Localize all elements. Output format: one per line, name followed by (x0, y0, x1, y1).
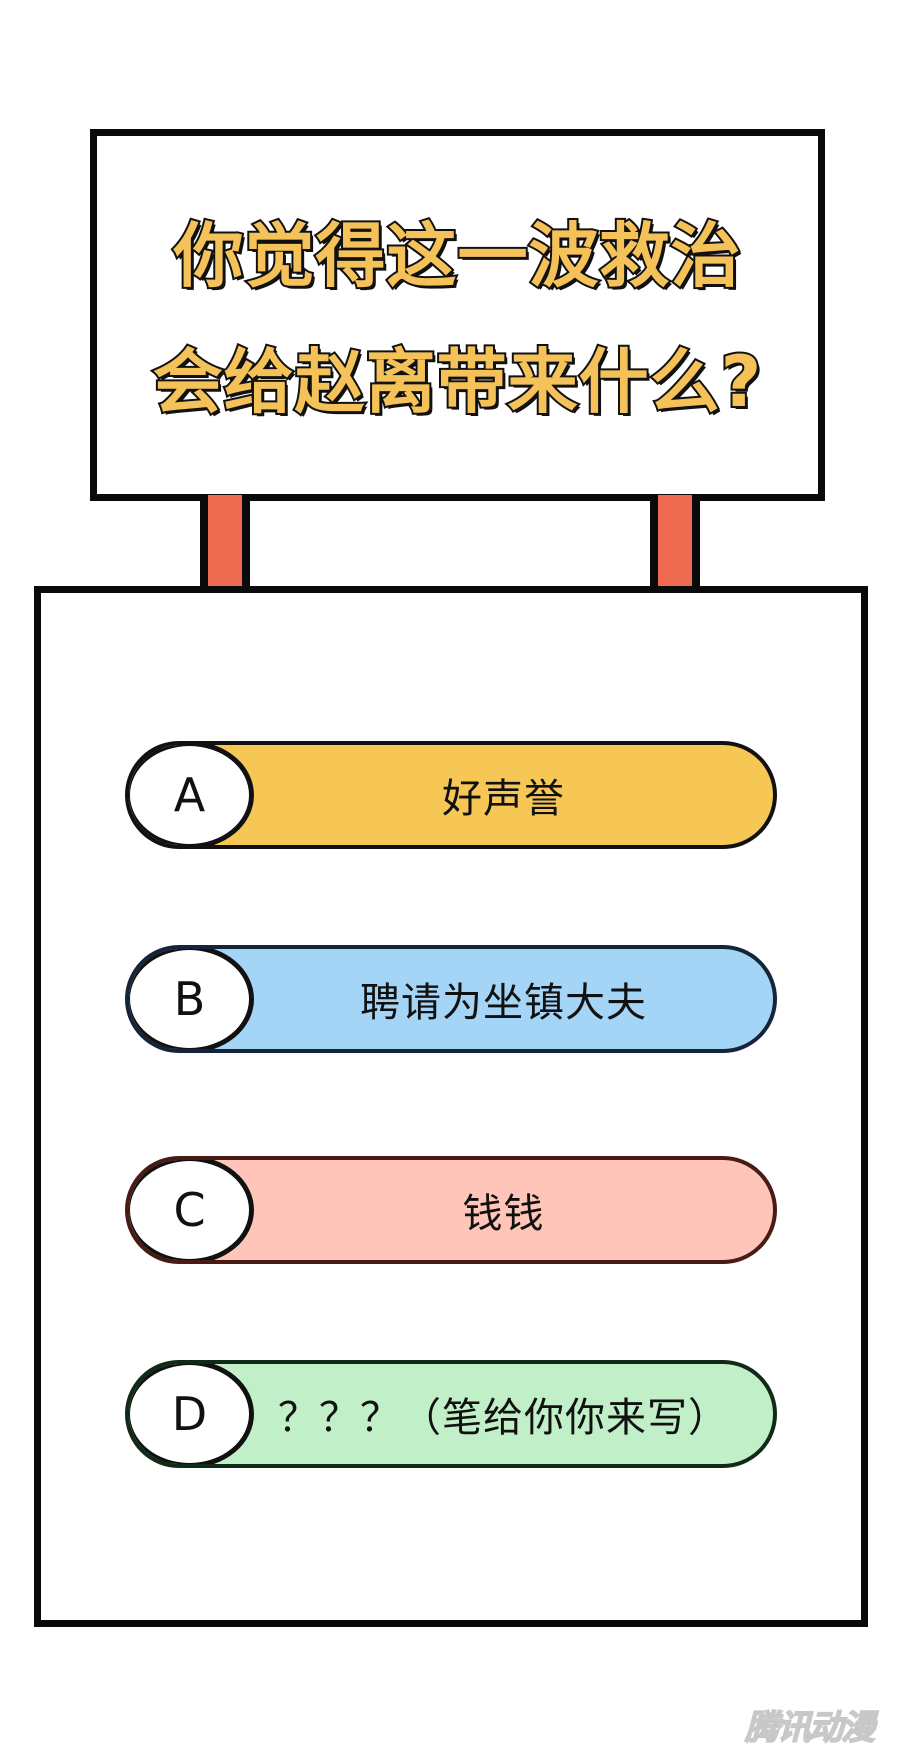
option-letter-badge: D (129, 1364, 254, 1464)
option-d[interactable]: D ？？？（笔给你你来写） (125, 1360, 777, 1468)
option-letter-badge: C (129, 1160, 254, 1260)
question-title-line2: 会给赵离带来什么? (151, 340, 764, 424)
watermark-logo: 腾讯动漫 (744, 1707, 876, 1749)
option-label: 好声誉 (442, 776, 565, 822)
question-title-line1: 你觉得这一波救治 (172, 214, 743, 298)
option-letter-badge: A (129, 745, 254, 845)
option-label: 钱钱 (462, 1191, 545, 1237)
option-label: ？？？（笔给你你来写） (278, 1395, 729, 1441)
question-sign-board: 你觉得这一波救治 会给赵离带来什么? (90, 129, 825, 501)
sign-post-right (650, 495, 700, 592)
option-b[interactable]: B 聘请为坐镇大夫 (125, 945, 777, 1053)
option-letter-badge: B (129, 949, 254, 1049)
sign-post-left (200, 495, 250, 592)
option-c[interactable]: C 钱钱 (125, 1156, 777, 1264)
option-label: 聘请为坐镇大夫 (360, 980, 647, 1026)
option-a[interactable]: A 好声誉 (125, 741, 777, 849)
